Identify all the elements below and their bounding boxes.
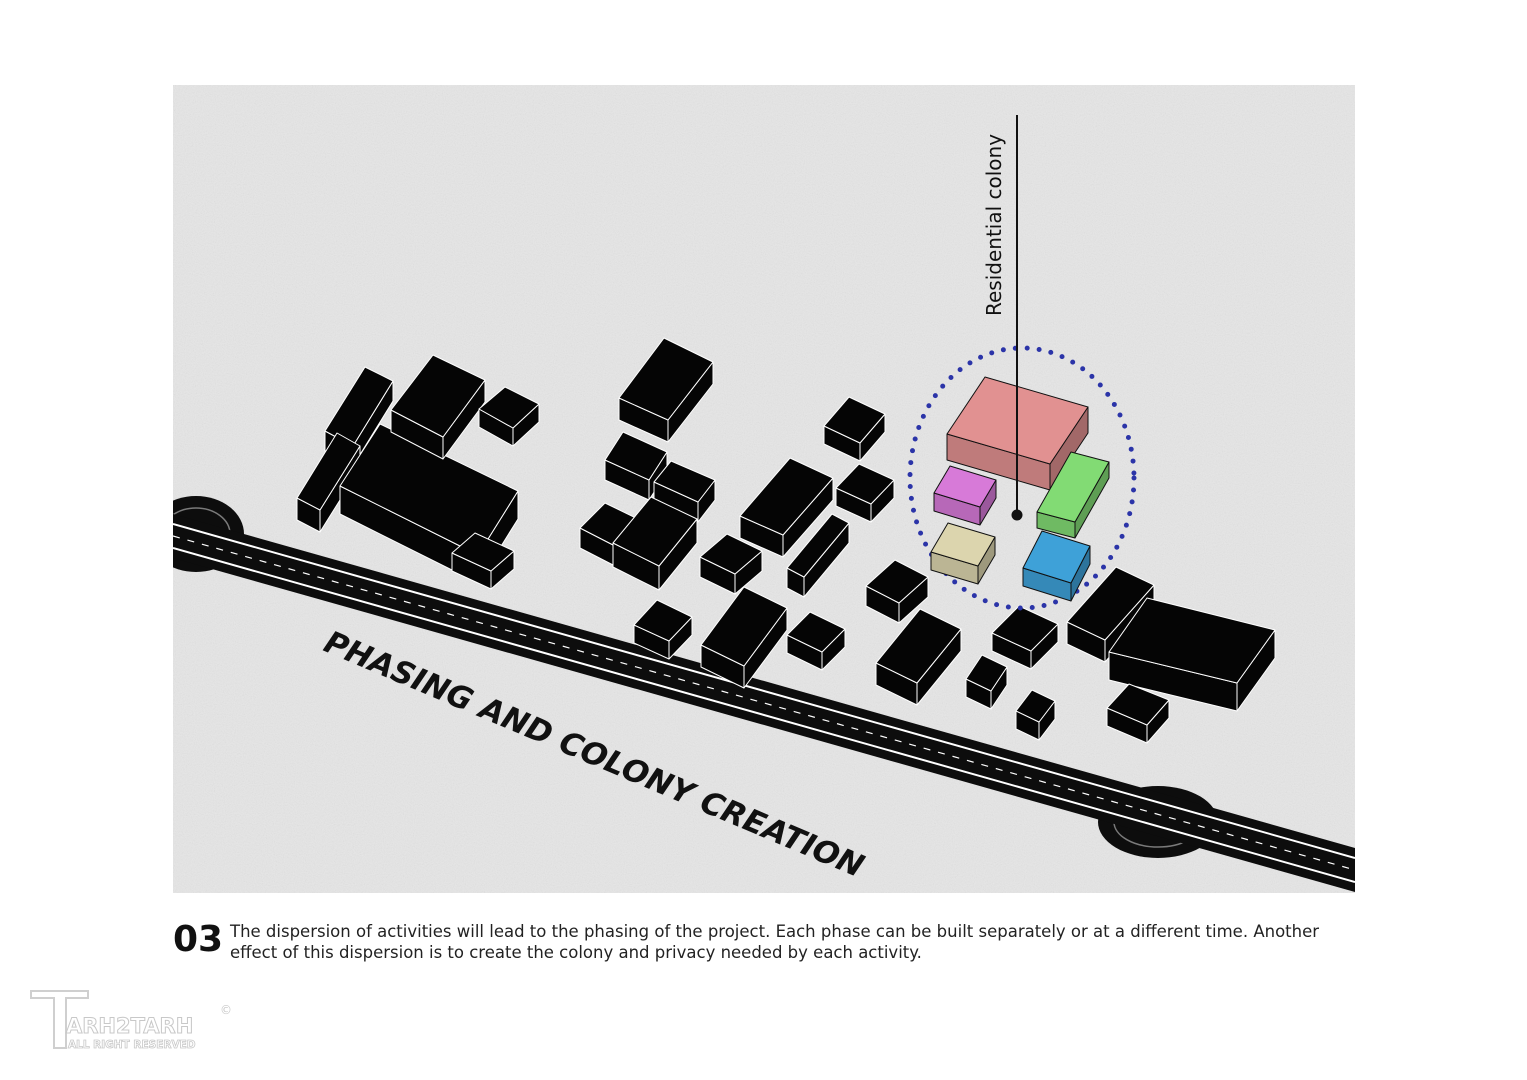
- black-building-7-face-top: [618, 337, 714, 421]
- black-building-20-face-top: [865, 559, 929, 604]
- logo-tagline: ALL RIGHT RESERVED: [68, 1039, 196, 1051]
- black-building-22: [965, 654, 1008, 710]
- colony-building-blue-face-top: [1022, 530, 1091, 584]
- black-building-15: [786, 513, 850, 598]
- black-building-23-face-top: [991, 605, 1059, 652]
- black-building-4-face-top: [390, 354, 486, 438]
- black-building-3-face-top: [339, 423, 519, 556]
- black-building-18-face-top: [700, 586, 788, 667]
- caption-number: 03: [173, 919, 224, 960]
- colony-building-magenta-face-top: [933, 465, 997, 508]
- black-building-26-face-top: [1108, 597, 1276, 684]
- black-building-21-face-top: [875, 608, 962, 684]
- black-buildings: [296, 337, 1276, 744]
- caption-text: The dispersion of activities will lead t…: [230, 922, 1320, 962]
- black-building-19: [786, 611, 846, 671]
- black-building-5-face-top: [478, 386, 540, 429]
- site-diagram: Residential colony PHASING AND COLONY CR…: [173, 85, 1355, 893]
- callout-dot: [1011, 509, 1023, 521]
- road: [173, 514, 1355, 892]
- black-building-2-face-top: [296, 432, 361, 511]
- black-building-17-face-top: [633, 599, 693, 642]
- black-building-4: [390, 354, 486, 460]
- black-building-13-face-top: [823, 396, 886, 444]
- black-building-11-face-top: [612, 496, 698, 567]
- black-building-5: [478, 386, 540, 447]
- black-building-7: [618, 337, 714, 443]
- watermark-logo: ARH2TARH ALL RIGHT RESERVED ©: [28, 988, 233, 1054]
- black-building-12: [739, 457, 834, 558]
- colony-building-blue: [1022, 530, 1091, 602]
- black-building-17: [633, 599, 693, 660]
- logo-copyright-mark: ©: [220, 1003, 232, 1017]
- black-building-24-face-top: [1015, 689, 1056, 723]
- callout-label: Residential colony: [982, 134, 1006, 316]
- black-building-25-face-top: [1066, 566, 1155, 641]
- logo-brand: ARH2TARH: [66, 1014, 193, 1038]
- black-building-27-face-top: [1106, 683, 1170, 726]
- black-building-16: [699, 533, 763, 595]
- logo-t-mark: [30, 990, 89, 1049]
- callout: Residential colony: [982, 115, 1023, 521]
- black-building-12-face-top: [739, 457, 834, 536]
- black-building-9-face-top: [653, 460, 716, 503]
- black-building-22-face-top: [965, 654, 1008, 692]
- black-building-9: [653, 460, 716, 523]
- black-building-27: [1106, 683, 1170, 744]
- black-building-23: [991, 605, 1059, 670]
- black-building-1: [324, 366, 394, 467]
- colony-dotted-boundary: [907, 345, 1137, 611]
- black-building-18: [700, 586, 788, 689]
- black-building-14-face-top: [835, 463, 895, 505]
- black-building-8-face-top: [604, 431, 668, 481]
- colony-building-beige: [930, 522, 996, 585]
- black-building-26: [1108, 597, 1276, 712]
- colony-building-green-face-top: [1036, 451, 1110, 523]
- black-building-6-face-top: [451, 532, 515, 572]
- black-building-16-face-top: [699, 533, 763, 575]
- colony-building-magenta: [933, 465, 997, 526]
- black-building-14: [835, 463, 895, 523]
- black-building-3: [339, 423, 519, 584]
- black-building-15-face-top: [786, 513, 850, 578]
- black-building-19-face-top: [786, 611, 846, 653]
- residential-colony: [907, 345, 1137, 611]
- colony-building-beige-face-top: [930, 522, 996, 567]
- black-building-21: [875, 608, 962, 706]
- black-building-24: [1015, 689, 1056, 741]
- black-building-20: [865, 559, 929, 624]
- colony-building-green: [1036, 451, 1110, 539]
- black-building-6: [451, 532, 515, 590]
- black-building-11: [612, 496, 698, 591]
- black-building-13: [823, 396, 886, 462]
